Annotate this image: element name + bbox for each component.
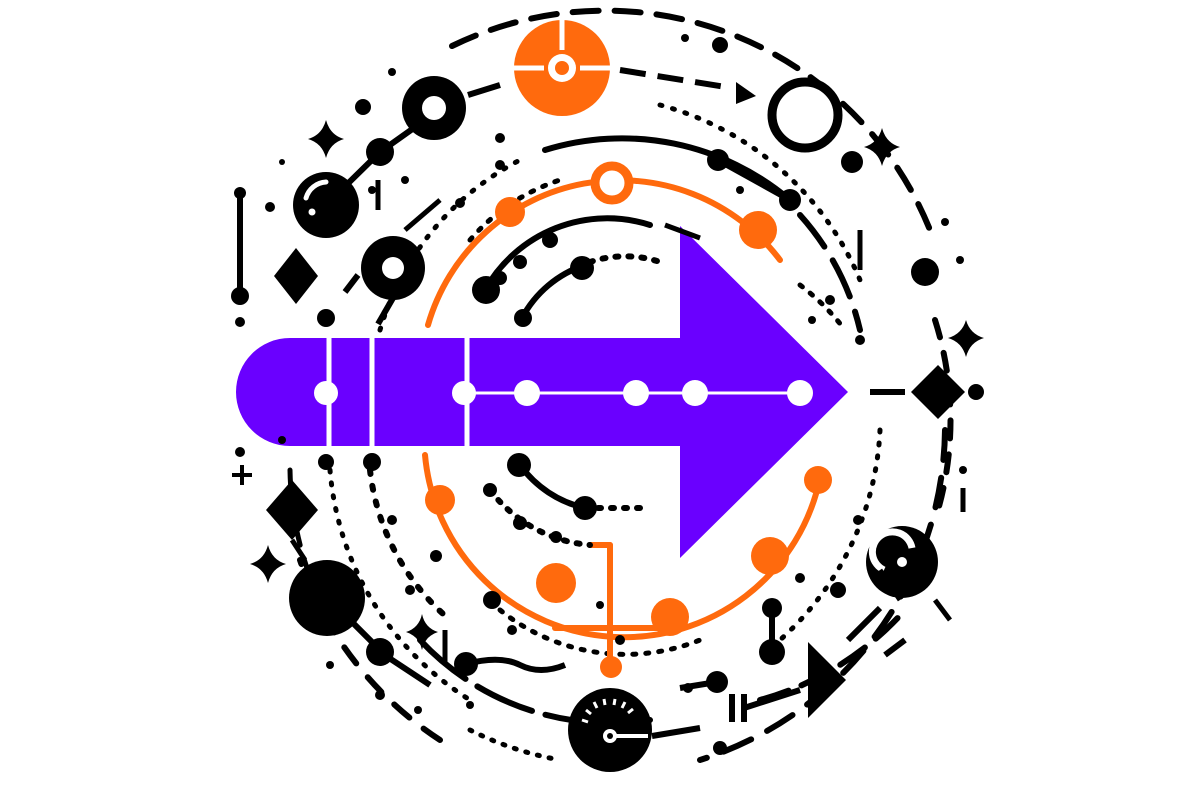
triangle-pointer-icon	[736, 82, 756, 104]
diamond-icon	[266, 480, 318, 540]
accent-node	[600, 656, 622, 678]
ring-dotted-top	[657, 102, 863, 283]
diamond-icon	[274, 248, 318, 304]
gauge-icon	[866, 526, 938, 598]
sparkle-icon	[864, 128, 900, 166]
accent-node	[425, 485, 455, 515]
accent-node	[804, 466, 832, 494]
accent-arc-top	[425, 177, 783, 328]
sparkle-icon	[948, 320, 984, 357]
ring-arc-lower-inner	[497, 607, 703, 657]
ring-arc-bottom-dotted	[467, 727, 563, 763]
right-arrow-icon	[236, 226, 848, 558]
capacitor-icon	[729, 687, 801, 722]
accent-node	[495, 197, 525, 227]
ring-arc-top	[542, 135, 793, 203]
ring-icon	[361, 236, 425, 300]
ring-dotted-right	[777, 427, 883, 643]
gauge-icon	[568, 688, 652, 772]
ring-icon	[402, 76, 466, 140]
inner-connector-dots	[472, 232, 597, 543]
sparkle-icon	[406, 614, 438, 650]
left-cluster	[231, 68, 567, 714]
ring-dotted-left	[327, 467, 473, 703]
play-triangle-icon	[808, 642, 846, 718]
ring-arc-left-inner	[367, 467, 453, 623]
plus-icon	[232, 465, 252, 485]
ring-icon	[767, 77, 843, 153]
scatter-dots-left	[235, 68, 517, 714]
scatter-dots-right	[596, 34, 964, 645]
accent-nodes	[425, 161, 832, 678]
accent-node	[536, 563, 576, 603]
outer-orbit-rings	[287, 7, 954, 763]
ring-arc-right-inner	[797, 282, 848, 333]
target-badge-icon	[514, 20, 610, 116]
accent-node	[651, 598, 689, 636]
arrow-track-nodes	[314, 380, 813, 406]
ring-arc-right	[797, 212, 863, 333]
outer-ring-dashed	[449, 7, 933, 233]
accent-node	[739, 211, 777, 249]
diamond-icon	[911, 365, 965, 419]
accent-node	[590, 161, 634, 205]
accent-node	[751, 537, 789, 575]
ring-arc-right-far	[932, 317, 954, 523]
right-cluster	[596, 34, 984, 755]
sparkle-icon	[308, 120, 344, 158]
sparkle-icon	[250, 545, 286, 583]
large-ball	[289, 560, 365, 636]
